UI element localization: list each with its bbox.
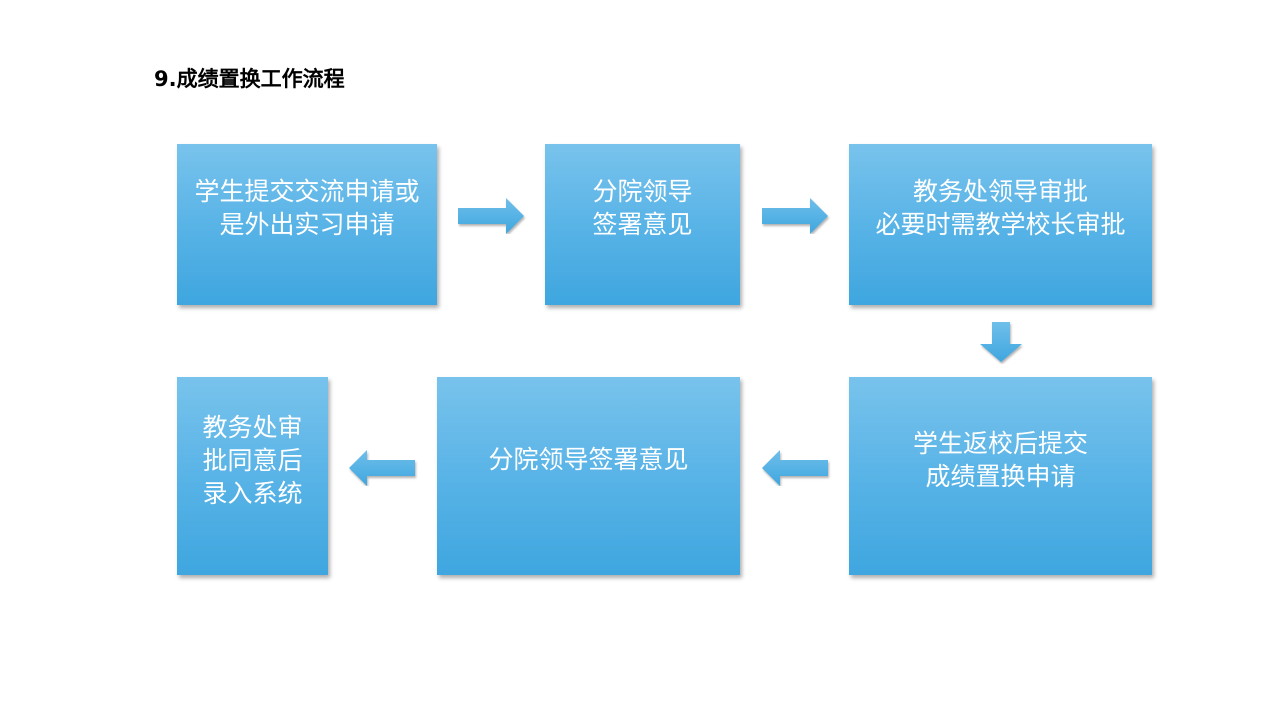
flow-step-6: 教务处审 批同意后 录入系统 [177, 377, 328, 575]
flow-step-5-line-1: 分院领导签署意见 [488, 444, 689, 474]
flow-step-5: 分院领导签署意见 [437, 377, 740, 575]
flow-step-1-line-2: 是外出实习申请 [219, 209, 395, 239]
flow-step-3-line-2: 必要时需教学校长审批 [875, 209, 1126, 239]
flow-step-3: 教务处领导审批 必要时需教学校长审批 [849, 144, 1152, 305]
flow-step-1-line-1: 学生提交交流申请或 [194, 176, 420, 206]
flow-step-2: 分院领导 签署意见 [545, 144, 740, 305]
flow-step-4: 学生返校后提交 成绩置换申请 [849, 377, 1152, 575]
arrow-left-icon [762, 450, 828, 486]
flow-step-4-line-1: 学生返校后提交 [912, 429, 1088, 458]
flow-step-1: 学生提交交流申请或 是外出实习申请 [177, 144, 437, 305]
arrow-down-icon [980, 322, 1022, 362]
arrow-right-icon [762, 198, 828, 234]
flow-step-3-line-1: 教务处领导审批 [912, 176, 1088, 206]
arrow-left-icon [349, 450, 415, 486]
page-title: 9.成绩置换工作流程 [154, 67, 345, 91]
flow-step-4-line-2: 成绩置换申请 [925, 462, 1076, 491]
flow-step-6-line-2: 批同意后 [202, 445, 303, 475]
flow-step-2-line-2: 签署意见 [592, 209, 693, 239]
flow-step-6-line-3: 录入系统 [202, 478, 303, 508]
flow-step-2-line-1: 分院领导 [592, 176, 693, 206]
flow-step-6-line-1: 教务处审 [202, 412, 303, 442]
arrow-right-icon [458, 198, 524, 234]
